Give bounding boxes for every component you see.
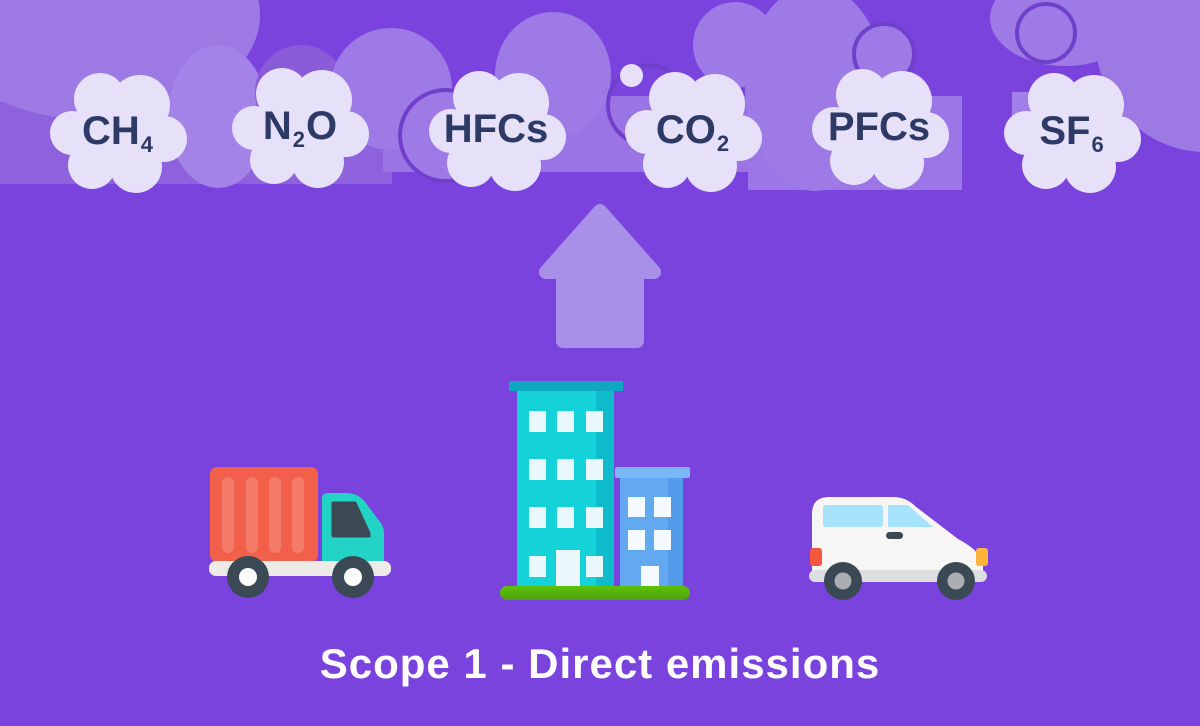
cloud-icon [50,73,187,193]
gas-formula: PFCs [827,104,931,149]
truck-cargo-stripes [222,477,304,553]
cloud-icon [1004,73,1141,193]
teal-building-shade [596,391,614,588]
cloud-icon [232,68,369,188]
blue-building-door [641,566,659,588]
up-arrow-icon [539,204,661,348]
van-icon [809,497,988,600]
delivery-truck-icon [209,467,391,598]
gas-cloud-pfcs: PFCs [810,57,950,197]
caption-title: Scope 1 - Direct emissions [319,640,881,687]
van-front-window [888,505,933,527]
bg-cloud-outlined-circle [1015,2,1077,64]
blue-building-shade [668,478,683,588]
teal-building-cap [509,381,623,391]
gas-formula: HFCs [443,106,549,151]
truck-cargo-box [210,467,318,562]
van-rear-window [823,505,883,527]
teal-building-door [556,550,580,588]
truck-wheels [227,556,374,598]
cloud-icon [625,72,762,192]
office-building-icon [500,381,690,600]
blue-building-cap [615,467,690,478]
truck-window [331,501,371,538]
cloud-icon [812,69,949,189]
small-cloud-dot [620,64,643,87]
van-wheels [824,562,975,600]
blue-building-windows [628,497,671,550]
cloud-icon [429,71,566,191]
teal-building-windows [529,411,603,577]
van-head-light [976,548,988,566]
gas-cloud-hfcs: HFCs [427,59,567,199]
van-tail-light [810,548,822,566]
van-door-handle [886,532,903,539]
grass-icon [500,586,690,600]
